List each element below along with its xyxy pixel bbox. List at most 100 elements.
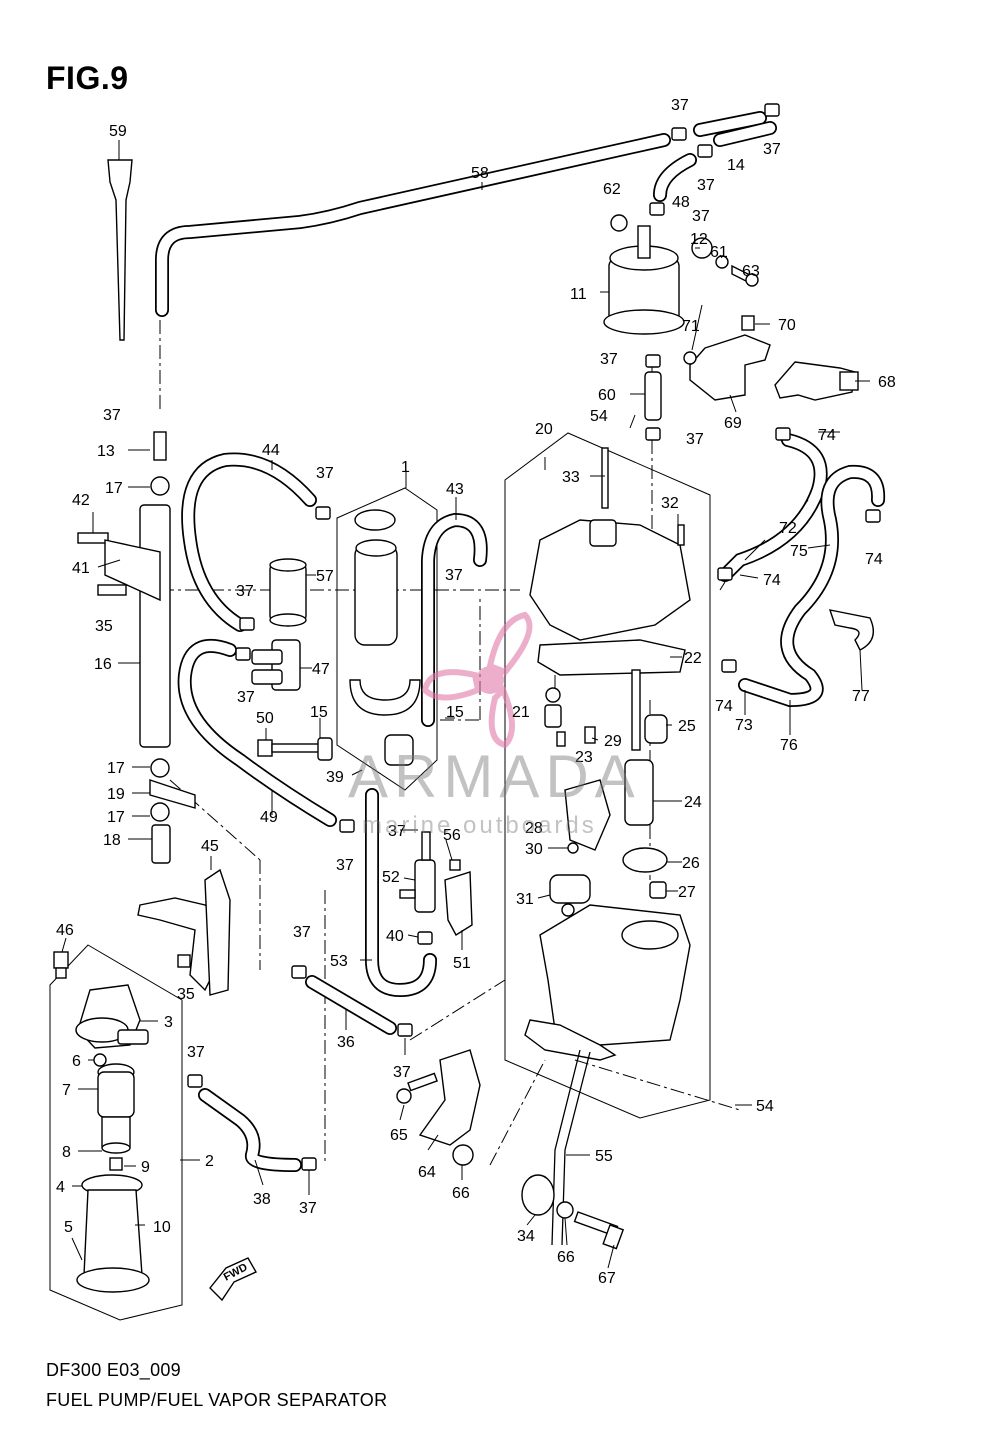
callout-58: 58 [471,165,489,182]
callout-11: 11 [570,286,587,303]
part-bolt-50 [257,737,333,761]
callout-56: 56 [443,827,461,844]
callout-74: 74 [763,572,781,589]
callout-37: 37 [445,567,463,584]
part-fuel-pump-1 [349,509,421,766]
part-solenoid-valve-68 [774,361,859,401]
callout-38: 38 [253,1191,271,1208]
callout-28: 28 [525,820,543,837]
callout-7: 7 [62,1082,71,1099]
callout-76: 76 [780,737,798,754]
callout-37: 37 [686,431,704,448]
callout-72: 72 [779,520,797,537]
callout-73: 73 [735,717,753,734]
callout-25: 25 [678,718,696,735]
part-hose-38 [187,1074,317,1172]
callout-6: 6 [72,1053,81,1070]
callout-63: 63 [742,263,760,280]
vapor-separator-assembly-outline [504,432,711,1119]
callout-66: 66 [452,1185,470,1202]
callout-48: 48 [672,194,690,211]
callout-24: 24 [684,794,702,811]
callout-43: 43 [446,481,464,498]
callout-55: 55 [595,1148,613,1165]
callout-18: 18 [103,832,121,849]
callout-4: 4 [56,1179,65,1196]
model-code: DF300 E03_009 [46,1360,181,1380]
callout-37: 37 [671,97,689,114]
callout-40: 40 [386,928,404,945]
callout-54: 54 [756,1098,774,1115]
callout-27: 27 [678,884,696,901]
callout-57: 57 [316,568,334,585]
callout-65: 65 [390,1127,408,1144]
part-high-pressure-pump-24 [564,759,668,899]
callout-44: 44 [262,442,280,459]
callout-74: 74 [818,427,836,444]
callout-37: 37 [600,351,618,368]
diagram-caption: FUEL PUMP/FUEL VAPOR SEPARATOR [46,1390,388,1410]
part-cable-tie [107,159,133,341]
callout-9: 9 [141,1159,150,1176]
part-breather-hose-58 [155,133,671,317]
callout-37: 37 [763,141,781,158]
fuel-pump-assembly-outline [336,487,438,791]
watermark-tagline: marine outboards [362,812,597,839]
callout-37: 37 [299,1200,317,1217]
part-hose-junction-14 [649,103,780,216]
part-fuel-rail-16 [77,431,196,864]
callout-29: 29 [604,733,622,750]
callout-47: 47 [312,661,330,678]
callout-64: 64 [418,1164,436,1181]
leader-lines [61,140,870,1269]
callout-5: 5 [64,1219,73,1236]
callout-14: 14 [727,157,745,174]
callout-19: 19 [107,786,125,803]
part-hose-60 [644,354,662,441]
callout-26: 26 [682,855,700,872]
callout-54: 54 [590,408,608,425]
part-vapor-separator-upper [529,447,691,751]
part-bracket-64 [396,1049,481,1166]
callout-37: 37 [293,924,311,941]
callout-labels: 59 58 37 37 14 48 37 62 37 12 61 63 11 7… [56,97,896,1287]
part-separator-cap-11 [603,214,759,335]
part-water-separator-filter-2 [75,984,150,1293]
watermark-brand: ARMADA [348,743,641,810]
part-connector-47 [251,639,301,691]
callout-37: 37 [692,208,710,225]
callout-35: 35 [95,618,113,635]
callout-69: 69 [724,415,742,432]
callout-16: 16 [94,656,112,673]
part-hose-49 [177,639,355,833]
callout-45: 45 [201,838,219,855]
figure-title: FIG.9 [46,60,129,96]
callout-8: 8 [62,1144,71,1161]
callout-66: 66 [557,1249,575,1266]
callout-20: 20 [535,421,553,438]
callout-61: 61 [710,244,728,261]
part-pressure-regulator-31 [549,842,591,917]
callout-39: 39 [326,769,344,786]
callout-52: 52 [382,869,400,886]
callout-46: 46 [56,922,74,939]
callout-15: 15 [446,704,464,721]
callout-10: 10 [153,1219,171,1236]
callout-36: 36 [337,1034,355,1051]
callout-37: 37 [316,465,334,482]
callout-15: 15 [310,704,328,721]
callout-71: 71 [682,318,700,335]
part-bracket-45 [53,868,231,996]
callout-37: 37 [336,857,354,874]
callout-37: 37 [236,583,254,600]
callout-22: 22 [684,650,702,667]
fuel-filter-assembly-outline [49,944,183,1321]
callout-67: 67 [598,1270,616,1287]
part-hoses-right [717,427,886,708]
part-small-fittings [544,687,668,747]
callout-12: 12 [690,231,708,248]
callout-62: 62 [603,181,621,198]
callout-77: 77 [852,688,870,705]
callout-37: 37 [388,823,406,840]
